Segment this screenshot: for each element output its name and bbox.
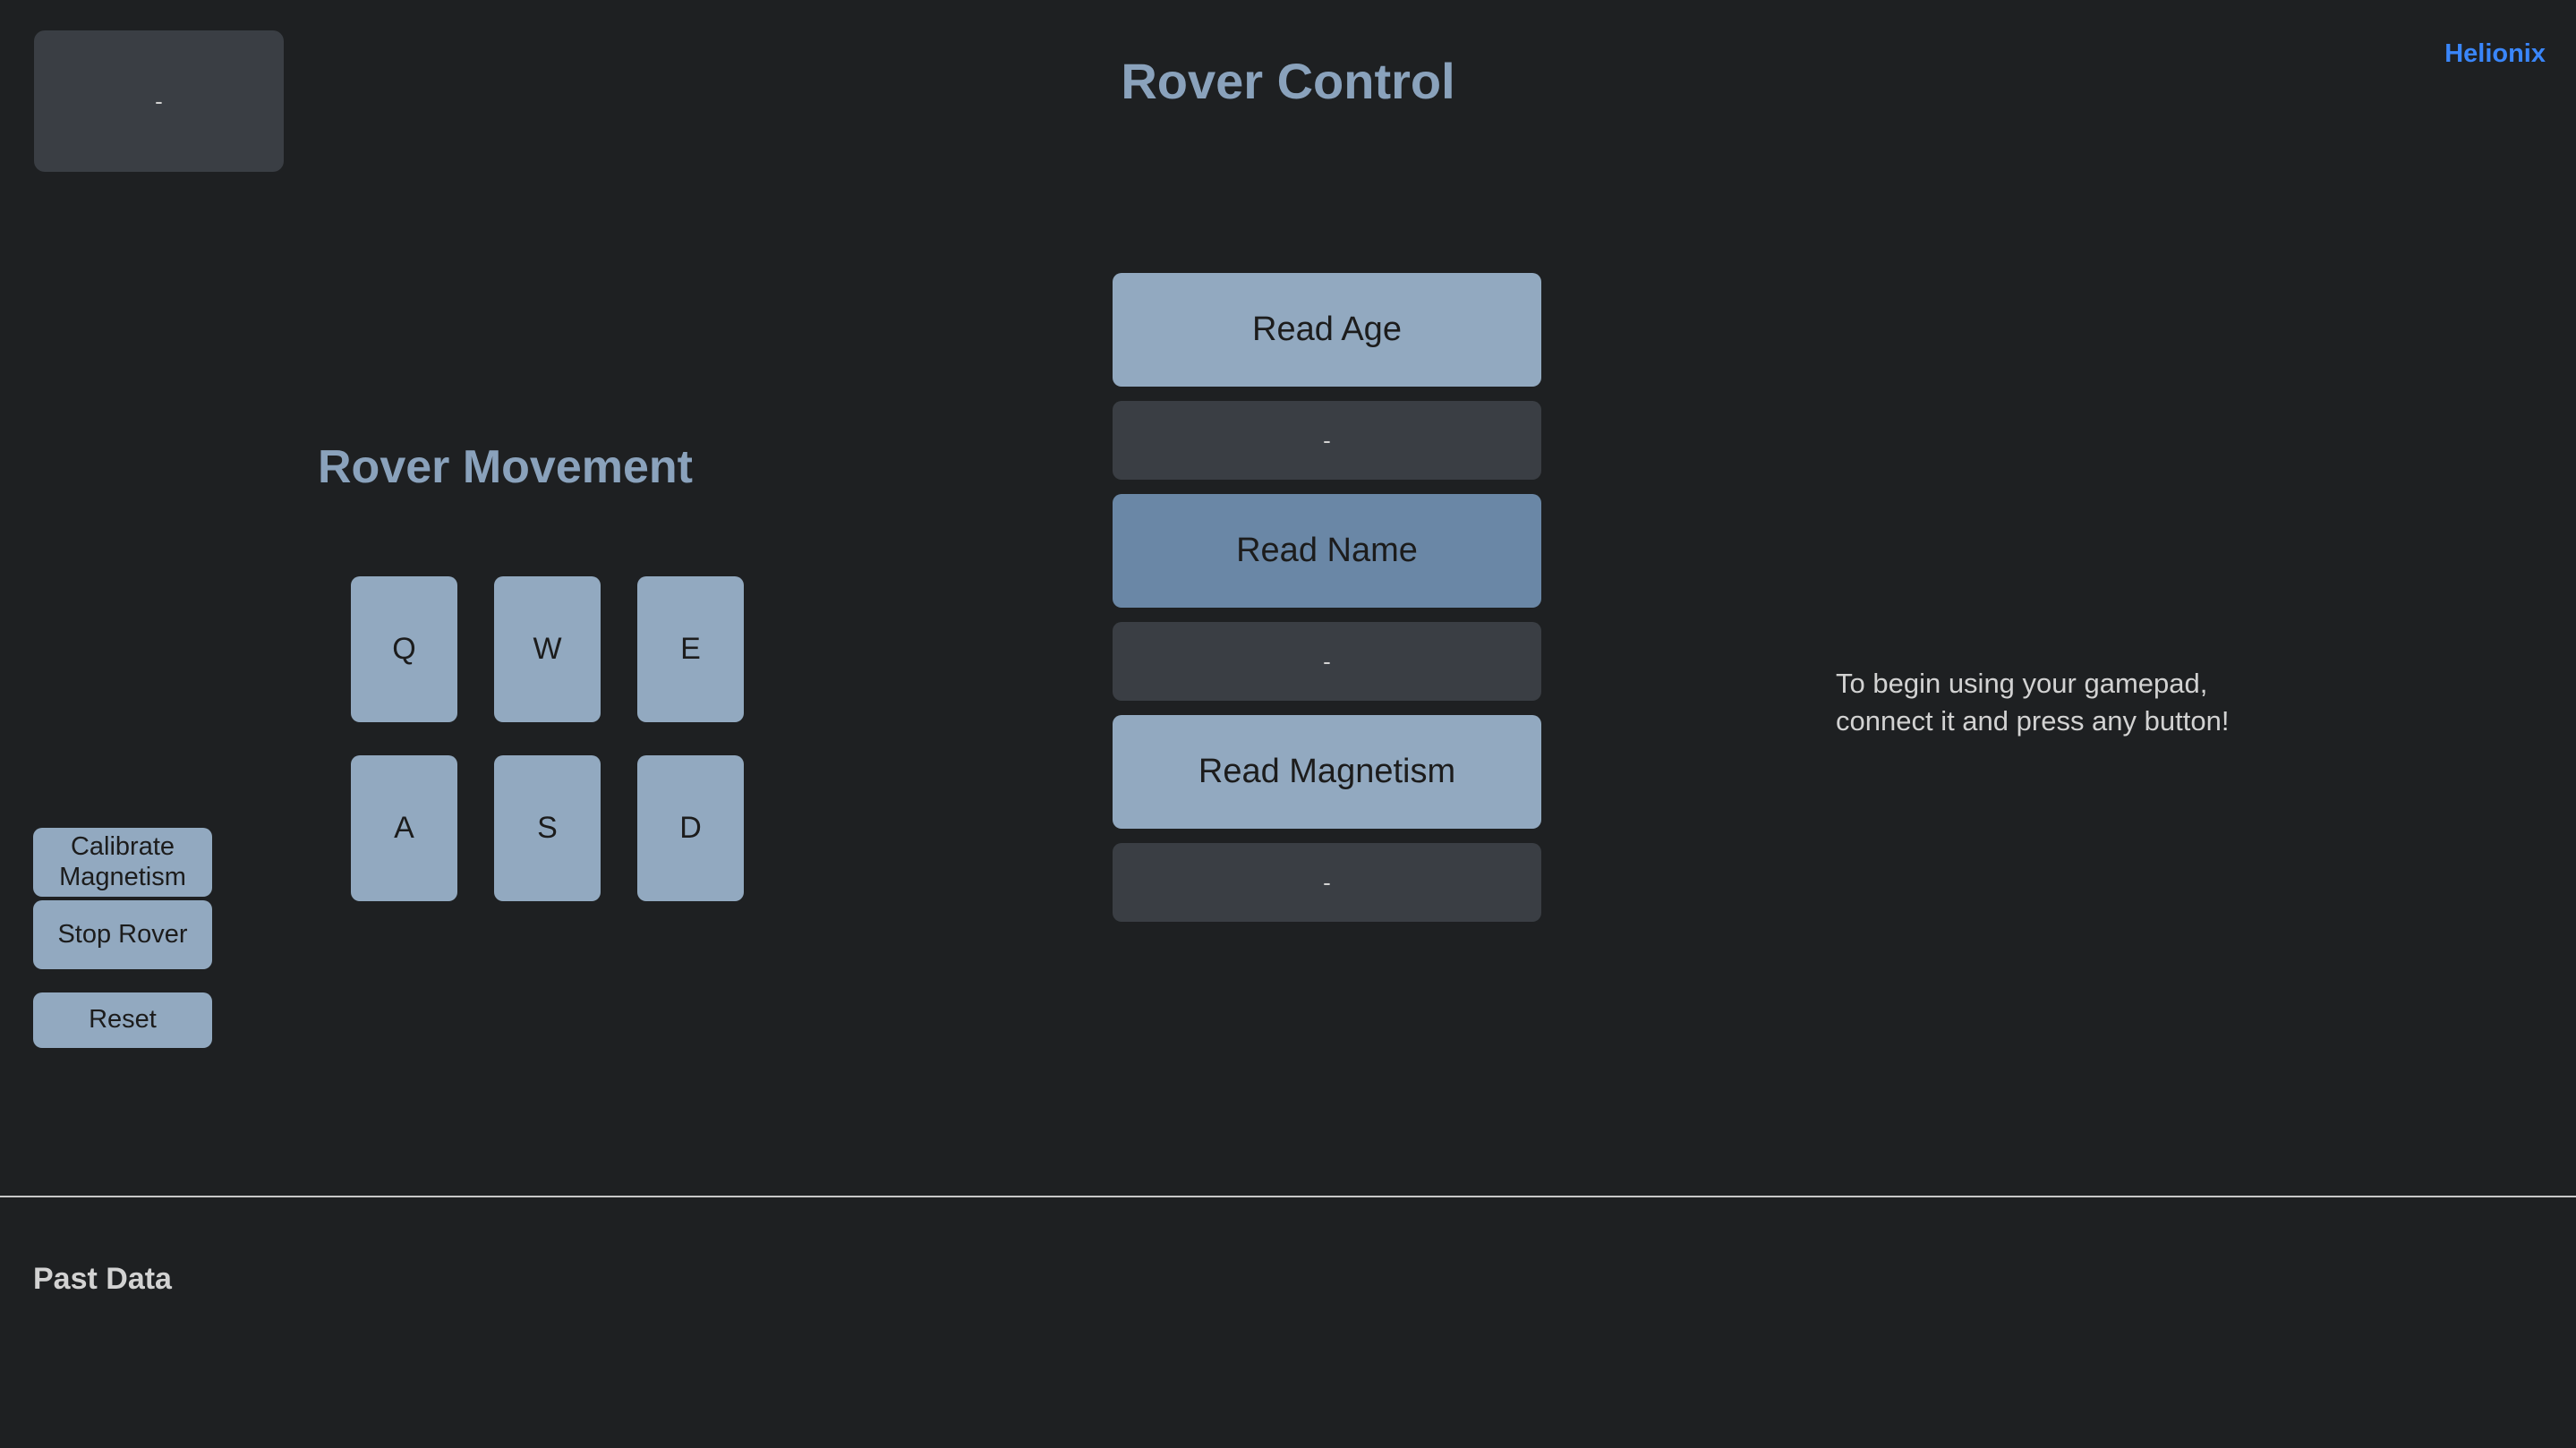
gamepad-hint-line-2: connect it and press any button! [1836,704,2230,737]
age-readout-display: - [1113,401,1541,480]
section-divider [0,1196,2576,1197]
name-readout-display: - [1113,622,1541,701]
rover-movement-heading: Rover Movement [318,441,693,493]
movement-key-w[interactable]: W [494,576,601,722]
read-age-button[interactable]: Read Age [1113,273,1541,387]
gamepad-hint-line-1: To begin using your gamepad, [1836,668,2208,699]
magnetism-readout-value: - [1323,869,1331,896]
magnetism-readout-display: - [1113,843,1541,922]
sensor-readout-column: Read Age - Read Name - Read Magnetism - [1113,273,1541,922]
gamepad-hint: To begin using your gamepad, connect it … [1836,665,2301,740]
movement-key-a[interactable]: A [351,755,457,901]
past-data-heading: Past Data [33,1262,172,1296]
movement-key-s[interactable]: S [494,755,601,901]
page-title: Rover Control [1121,53,1455,109]
movement-key-q[interactable]: Q [351,576,457,722]
brand-logo[interactable]: Helionix [2444,39,2546,68]
movement-key-grid: Q W E A S D [351,576,744,901]
calibrate-magnetism-button[interactable]: Calibrate Magnetism [33,828,212,897]
rover-action-buttons: Calibrate Magnetism Stop Rover Reset [33,828,212,1048]
stop-rover-button[interactable]: Stop Rover [33,900,212,969]
name-readout-value: - [1323,648,1331,675]
read-name-button[interactable]: Read Name [1113,494,1541,608]
button-gap [33,969,212,992]
rover-status-value: - [155,88,163,115]
movement-key-e[interactable]: E [637,576,744,722]
rover-status-panel: - [34,30,284,172]
movement-key-d[interactable]: D [637,755,744,901]
read-magnetism-button[interactable]: Read Magnetism [1113,715,1541,829]
reset-button[interactable]: Reset [33,992,212,1048]
age-readout-value: - [1323,427,1331,454]
